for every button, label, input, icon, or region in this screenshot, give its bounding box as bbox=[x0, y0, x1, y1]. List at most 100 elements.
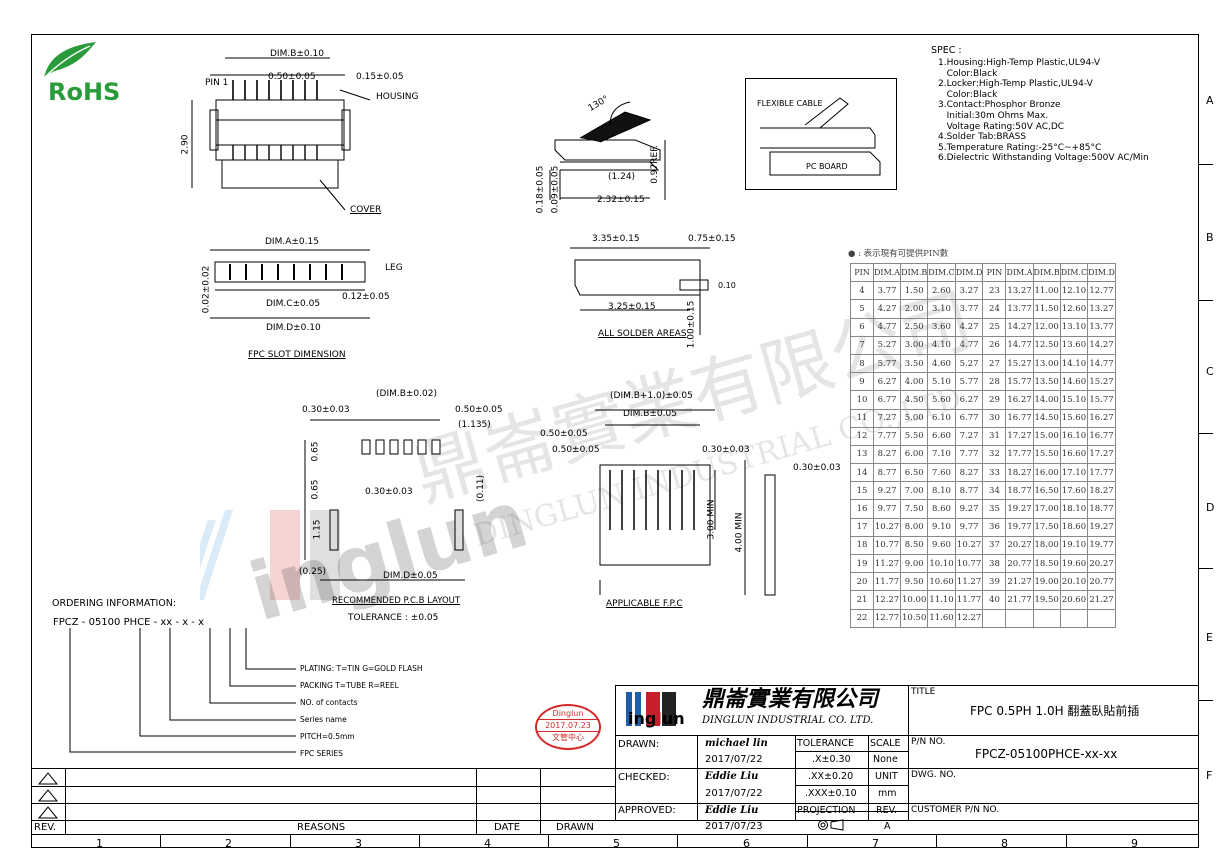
pin-cell: 2.50 bbox=[900, 317, 929, 337]
pin-cell: 8 bbox=[850, 353, 874, 374]
pin-cell: 13.77 bbox=[1005, 299, 1034, 319]
rev-vline bbox=[65, 768, 66, 834]
grid-col-label: 6 bbox=[743, 837, 750, 850]
pin-cell: 19.77 bbox=[1087, 535, 1116, 556]
tb-drawn-by: michael lin bbox=[705, 738, 768, 749]
tb-drawn-date: 2017/07/22 bbox=[705, 754, 763, 765]
grid-divider bbox=[1066, 834, 1067, 848]
height-label: 2.90 bbox=[180, 134, 191, 155]
solder-flat-label: 0.10 bbox=[718, 281, 736, 290]
pin-cell: 15.50 bbox=[1032, 444, 1061, 465]
pin-cell: 38 bbox=[982, 553, 1007, 574]
pin-cell bbox=[1032, 608, 1061, 628]
pin-cell: 6 bbox=[850, 317, 874, 337]
pin-cell: 39 bbox=[982, 572, 1007, 592]
pin-cell: 37 bbox=[982, 535, 1007, 556]
dim-b-label: DIM.B±0.10 bbox=[270, 49, 324, 59]
cover-label: COVER bbox=[350, 205, 382, 215]
flexible-cable-label: FLEXIBLE CABLE bbox=[757, 99, 823, 108]
stamp-name: Dinglun bbox=[552, 709, 584, 718]
pin-cell: 3.50 bbox=[900, 353, 929, 374]
tb-scale-label: SCALE bbox=[870, 738, 901, 749]
pin-cell: 5.27 bbox=[954, 353, 984, 374]
pin-cell: 3.00 bbox=[900, 335, 929, 355]
revision-triangle-icons bbox=[37, 772, 59, 819]
ordering-code: FPCZ - 05100 PHCE - xx - x - x bbox=[53, 617, 204, 628]
pin-cell: 10 bbox=[850, 390, 874, 410]
pin-cell: 2.00 bbox=[900, 299, 929, 319]
pin-cell: 8.10 bbox=[927, 481, 956, 501]
pin-cell: 33 bbox=[982, 463, 1007, 483]
pin-cell: 6.60 bbox=[927, 426, 956, 446]
pin-cell: 4.77 bbox=[954, 335, 984, 355]
pin-cell: 17 bbox=[850, 517, 874, 537]
pin-cell: 18.10 bbox=[1059, 499, 1089, 519]
tb-scale: None bbox=[873, 754, 898, 765]
pin-cell: 10.77 bbox=[954, 553, 984, 574]
grid-divider bbox=[677, 834, 678, 848]
pin-cell: 27 bbox=[982, 353, 1007, 374]
reasons-header: REASONS bbox=[297, 822, 346, 833]
pin-table-note: ● : 表示現有可提供PIN數 bbox=[848, 249, 949, 259]
pin-cell: 8.27 bbox=[954, 463, 984, 483]
pin-cell: 5.50 bbox=[900, 426, 929, 446]
tb-dwg-label: DWG. NO. bbox=[911, 770, 956, 780]
tb-customer-label: CUSTOMER P/N NO. bbox=[911, 805, 1000, 815]
spec-line: Initial:30m Ohms Max. bbox=[938, 110, 1049, 121]
pin-cell: 13.27 bbox=[1005, 281, 1034, 301]
side-d5-label: 0.97REF. bbox=[649, 145, 660, 184]
pcb-tolerance: TOLERANCE : ±0.05 bbox=[348, 613, 439, 623]
pin-cell: 17.27 bbox=[1087, 444, 1116, 465]
pin-cell: 20.10 bbox=[1059, 572, 1089, 592]
tb-line bbox=[795, 785, 908, 786]
pin-cell: 4.60 bbox=[927, 353, 956, 374]
side-d2-label: 0.09±0.05 bbox=[550, 165, 561, 214]
pin-cell: 7.77 bbox=[872, 426, 902, 446]
fpc-h2-label: 4.00 MIN bbox=[734, 512, 745, 553]
pin-cell: 36 bbox=[982, 517, 1007, 537]
tb-title-label: TITLE bbox=[911, 687, 936, 697]
pin-cell: 17.77 bbox=[1087, 463, 1116, 483]
pin-cell: 16.50 bbox=[1032, 481, 1061, 501]
grid-divider bbox=[548, 834, 549, 848]
pin-cell: 19.60 bbox=[1059, 553, 1089, 574]
top-view-drawing bbox=[191, 57, 371, 211]
tb-vline bbox=[697, 735, 698, 820]
pin-cell: 13.00 bbox=[1032, 353, 1061, 374]
ordering-item: PITCH=0.5mm bbox=[300, 732, 355, 741]
pin-cell: 11.00 bbox=[1032, 281, 1061, 301]
spec-title: SPEC : bbox=[931, 45, 962, 56]
grid-row-label: B bbox=[1206, 231, 1214, 244]
pin-cell: 9.00 bbox=[900, 553, 929, 574]
cable-box bbox=[745, 78, 897, 190]
pin-cell: 20.77 bbox=[1087, 572, 1116, 592]
pin-cell: 18.77 bbox=[1005, 481, 1034, 501]
pin-cell: 14.27 bbox=[1087, 335, 1116, 355]
pin-cell: 14.60 bbox=[1059, 372, 1089, 392]
pin-cell: 16.77 bbox=[1005, 408, 1034, 428]
tb-vline bbox=[615, 685, 616, 820]
pin-cell: 16.10 bbox=[1059, 426, 1089, 446]
ordering-item: PLATING: T=TIN G=GOLD FLASH bbox=[300, 664, 423, 673]
pin-cell: 31 bbox=[982, 426, 1007, 446]
spec-line: Color:Black bbox=[938, 68, 998, 79]
pin-cell: 12 bbox=[850, 426, 874, 446]
pin-cell: DIM.A bbox=[1005, 262, 1034, 283]
grid-divider bbox=[290, 834, 291, 848]
pin-cell: 28 bbox=[982, 372, 1007, 392]
fpc-caption: APPLICABLE F.P.C bbox=[606, 599, 683, 609]
pin-cell: 10.10 bbox=[927, 553, 956, 574]
pin-cell: 14.10 bbox=[1059, 353, 1089, 374]
pin-cell: 16.60 bbox=[1059, 444, 1089, 465]
pcb-h2-label: 0.65 bbox=[310, 479, 321, 500]
tb-rev: A bbox=[884, 821, 891, 832]
company-name-cn: 鼎崙實業有限公司 bbox=[702, 686, 879, 712]
company-logo-text: inglun bbox=[628, 711, 685, 727]
pin-cell: 25 bbox=[982, 317, 1007, 337]
pin-cell: 13 bbox=[850, 444, 874, 465]
grid-col-label: 9 bbox=[1131, 837, 1138, 850]
pin-cell: 15.27 bbox=[1005, 353, 1034, 374]
tb-vline bbox=[795, 735, 796, 820]
grid-divider bbox=[1199, 433, 1213, 434]
